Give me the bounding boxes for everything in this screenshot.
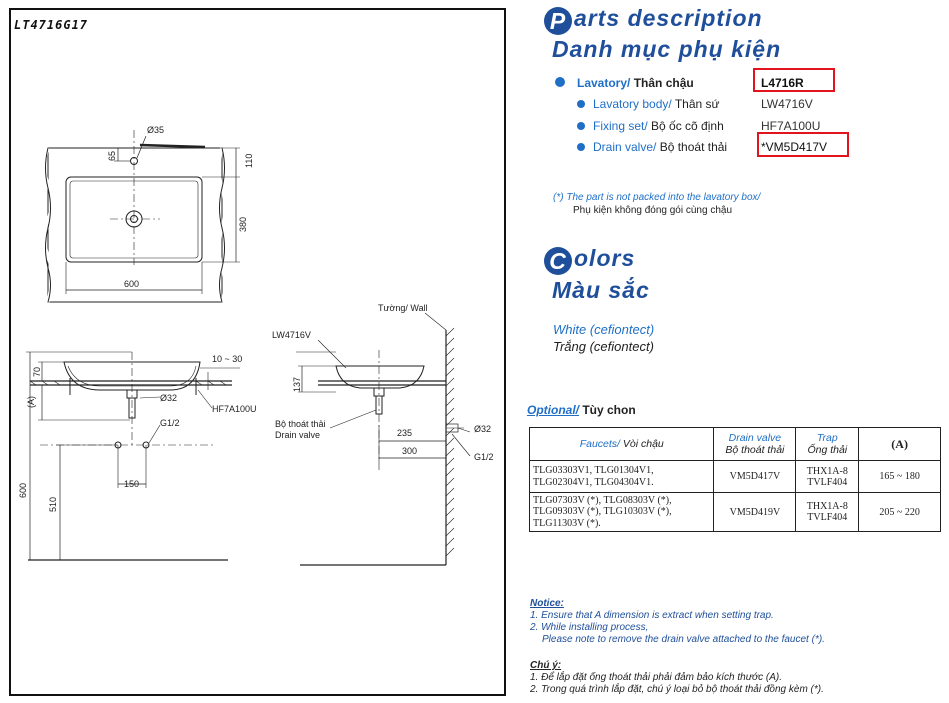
- part-item-drain: Drain valve/ Bộ thoát thải: [577, 140, 727, 158]
- part-item-lavatory: Lavatory/ Thân chậu: [555, 76, 694, 94]
- part-code-lavatory: L4716R: [761, 76, 804, 90]
- bullet-icon: [577, 122, 585, 130]
- col-header-faucets: Faucets/ Vòi chậu: [528, 427, 715, 461]
- part-item-fixing: Fixing set/ Bộ ốc cõ định: [577, 119, 724, 137]
- side-body-code: LW4716V: [272, 330, 311, 340]
- color-white-en: White (cefiontect): [553, 322, 655, 337]
- dim-380: 380: [238, 217, 248, 232]
- part-code-body: LW4716V: [761, 97, 813, 111]
- dim-10-30: 10 ~ 30: [212, 354, 242, 364]
- part-code-drain: *VM5D417V: [761, 140, 828, 154]
- cell-a: 165 ~ 180: [858, 460, 941, 493]
- notice-block: Notice: 1. Ensure that A dimension is ex…: [530, 598, 949, 646]
- pipe-thread-side: G1/2: [474, 452, 494, 462]
- dim-70: 70: [32, 367, 42, 377]
- dim-600-top: 600: [124, 279, 139, 289]
- parts-heading-vi: Danh mục phụ kiện: [552, 36, 782, 62]
- cell-faucets: TLG07303V (*), TLG08303V (*),TLG09303V (…: [528, 492, 715, 532]
- bullet-icon: [577, 100, 585, 108]
- cell-drain: VM5D419V: [713, 492, 797, 532]
- front-view-basin: [63, 361, 201, 391]
- notice-line-1: 1. Ensure that A dimension is extract wh…: [530, 610, 774, 621]
- drain-dia-side: Ø32: [474, 424, 491, 434]
- chu-y-block: Chú ý: 1. Để lắp đặt ống thoát thải phải…: [530, 660, 949, 696]
- side-drain-vi: Bộ thoát thải: [275, 419, 326, 429]
- dim-510: 510: [48, 497, 58, 512]
- model-code: LT4716G17: [14, 18, 89, 32]
- notice-line-3: Please note to remove the drain valve at…: [542, 634, 825, 645]
- highlight-box-drain: [757, 132, 849, 157]
- chu-y-line-1: 1. Để lắp đặt ống thoát thải phải đảm bả…: [530, 672, 782, 683]
- dim-300: 300: [402, 446, 417, 456]
- notice-title: Notice:: [530, 598, 564, 609]
- table-row: TLG03303V1, TLG01304V1,TLG02304V1, TLG04…: [528, 460, 941, 493]
- colors-heading-vi: Màu sắc: [552, 277, 650, 303]
- dim-hole-dia: Ø35: [147, 125, 164, 135]
- cell-drain: VM5D417V: [713, 460, 797, 493]
- optional-title: Optional/ Tùy chon: [527, 403, 636, 417]
- notice-line-2: 2. While installing process,: [530, 622, 649, 633]
- parts-note-en: (*) The part is not packed into the lava…: [553, 192, 761, 203]
- dim-a: (A): [26, 396, 36, 408]
- drain-dia-front: Ø32: [160, 393, 177, 403]
- parts-heading-cap: P: [544, 7, 572, 35]
- part-item-body: Lavatory body/ Thân sứ: [577, 97, 720, 115]
- chu-y-title: Chú ý:: [530, 660, 562, 671]
- colors-heading-cap: C: [544, 247, 572, 275]
- side-view-basin: [335, 365, 425, 389]
- table-row: TLG07303V (*), TLG08303V (*),TLG09303V (…: [528, 492, 941, 532]
- color-white-vi: Trắng (cefiontect): [553, 339, 654, 354]
- wall-label: Tường/ Wall: [378, 303, 428, 313]
- dim-110: 110: [244, 154, 254, 168]
- dim-65: 65: [107, 151, 117, 161]
- cell-a: 205 ~ 220: [858, 492, 941, 532]
- col-header-a: (A): [858, 427, 941, 461]
- dim-600-front: 600: [18, 483, 28, 498]
- drawing-frame: [9, 8, 506, 696]
- dim-137: 137: [292, 377, 302, 392]
- dim-235: 235: [397, 428, 412, 438]
- chu-y-line-2: 2. Trong quá trình lắp đặt, chú ý loại b…: [530, 684, 824, 695]
- pipe-thread-front: G1/2: [160, 418, 180, 428]
- parts-note-vi: Phụ kiện không đóng gói cùng chậu: [573, 205, 733, 216]
- fixing-code-label: HF7A100U: [212, 404, 257, 414]
- cell-faucets: TLG03303V1, TLG01304V1,TLG02304V1, TLG04…: [528, 460, 715, 493]
- dim-150: 150: [124, 479, 139, 489]
- bullet-icon: [577, 143, 585, 151]
- highlight-box-lavatory: [753, 68, 835, 92]
- part-code-fixing: HF7A100U: [761, 119, 821, 133]
- bullet-icon: [555, 77, 565, 87]
- side-drain-en: Drain valve: [275, 430, 320, 440]
